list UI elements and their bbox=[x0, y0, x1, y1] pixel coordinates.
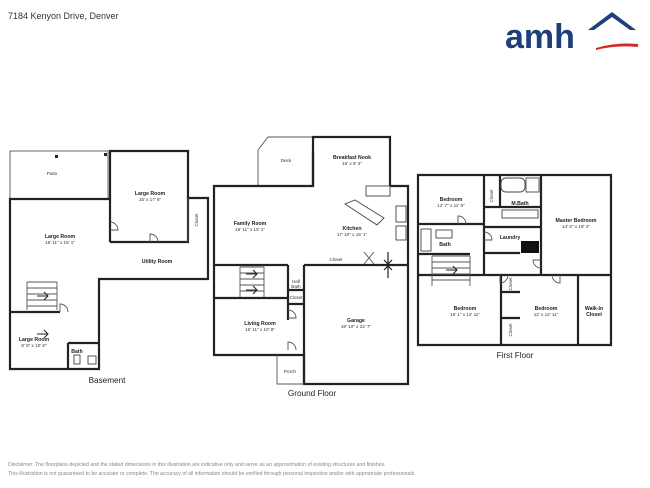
pantry-x bbox=[363, 251, 375, 265]
stair-arrow-icon bbox=[446, 265, 458, 275]
basement-outer-wall bbox=[8, 149, 210, 371]
arrow-up-icon bbox=[383, 252, 393, 265]
first-inner-walls bbox=[418, 175, 611, 345]
room-dims: 17' 10" x 15' 1" bbox=[337, 232, 368, 237]
bath-label: Bath bbox=[439, 242, 451, 248]
walkin-closet-label: Closet bbox=[586, 312, 602, 318]
patio-post bbox=[55, 155, 58, 158]
room-name: Large Room bbox=[135, 191, 166, 197]
tub bbox=[500, 177, 526, 193]
closet-label: Closet bbox=[289, 295, 303, 300]
ground-inner-walls bbox=[214, 152, 408, 384]
first-outer-wall bbox=[416, 173, 613, 347]
room-name: Bedroom bbox=[454, 306, 477, 312]
patio-area bbox=[9, 150, 109, 200]
room-name: Large Room bbox=[45, 234, 76, 240]
kitchen-counter bbox=[365, 185, 391, 197]
floor-label: Ground Floor bbox=[288, 389, 337, 398]
kitchen-range bbox=[395, 205, 407, 223]
kitchen-island bbox=[344, 199, 385, 226]
room-dims: 12' x 12' 11" bbox=[534, 312, 559, 317]
room-name: Kitchen bbox=[342, 226, 361, 232]
walkin-closet-label: Walk-In bbox=[585, 306, 603, 312]
floor-label: First Floor bbox=[497, 351, 534, 360]
m-bath-label: M.Bath bbox=[511, 201, 528, 207]
closet-label: Closet bbox=[508, 323, 513, 337]
room-name: Utility Room bbox=[142, 259, 173, 265]
bath-tub bbox=[420, 228, 432, 252]
half-bath-label: Bath bbox=[291, 284, 301, 289]
room-dims: 18' 11" x 15' 1" bbox=[235, 227, 265, 232]
bath-sink bbox=[87, 355, 97, 365]
disclaimer-line: This illustration is not guaranteed to b… bbox=[8, 471, 416, 477]
disclaimer-line: Disclaimer: The floorplans depicted and … bbox=[8, 462, 386, 468]
room-name: Large Room bbox=[19, 337, 50, 343]
room-dims: 18' 11" x 15' 1" bbox=[45, 240, 75, 245]
arrow-up-icon bbox=[383, 265, 393, 278]
room-name: Breakfast Nook bbox=[333, 155, 371, 161]
patio-label: Patio bbox=[47, 171, 58, 176]
closet-label: Closet bbox=[329, 257, 343, 262]
ground-outer-wall bbox=[212, 135, 410, 386]
floor-label: Basement bbox=[89, 376, 127, 385]
amh-logo: amh bbox=[505, 12, 638, 54]
door-swing bbox=[499, 274, 509, 284]
door-swing bbox=[287, 341, 297, 351]
bath-vanity bbox=[435, 229, 453, 239]
basement-stairs bbox=[26, 281, 58, 310]
closet-label: Closet bbox=[489, 189, 494, 203]
logo-text: amh bbox=[505, 18, 575, 54]
kitchen-fridge bbox=[395, 225, 407, 241]
bath-label: Bath bbox=[71, 349, 83, 355]
door-swing bbox=[149, 233, 159, 243]
room-dims: 19' 10" x 22' 7" bbox=[341, 324, 372, 329]
door-swing bbox=[483, 231, 493, 241]
property-address: 7184 Kenyon Drive, Denver bbox=[8, 11, 119, 21]
door-swing bbox=[59, 303, 69, 313]
room-name: Bedroom bbox=[440, 197, 463, 203]
ground-stairs bbox=[239, 266, 265, 297]
basement-floor: Patio Large Room 15' x 17' 8" Large Room… bbox=[8, 149, 210, 385]
logo-roof-icon bbox=[588, 12, 636, 30]
room-name: Garage bbox=[347, 318, 365, 324]
room-name: Bedroom bbox=[535, 306, 558, 312]
room-dims: 12' 7" x 11' 9" bbox=[437, 203, 465, 208]
porch-area bbox=[276, 355, 304, 385]
first-floor: Bedroom 12' 7" x 11' 9" Closet M.Bath Ma… bbox=[416, 173, 613, 360]
room-dims: 8' 6" x 10' 8" bbox=[21, 343, 47, 348]
door-swing bbox=[287, 309, 297, 319]
disclaimer: Disclaimer: The floorplans depicted and … bbox=[8, 461, 638, 479]
half-bath-label: Half bbox=[292, 279, 301, 284]
first-stairs bbox=[431, 255, 471, 286]
logo-swoosh-icon bbox=[596, 43, 638, 50]
laundry-label: Laundry bbox=[500, 235, 521, 241]
stair-arrow-icon bbox=[246, 285, 258, 295]
stair-arrow-icon bbox=[37, 291, 49, 301]
room-dims: 16' 1" x 12' 11" bbox=[450, 312, 480, 317]
room-dims: 15' x 17' 8" bbox=[139, 197, 162, 202]
door-swing bbox=[457, 215, 467, 225]
door-swing bbox=[532, 259, 542, 269]
stair-arrow-icon bbox=[37, 329, 49, 339]
laundry-appliance bbox=[521, 241, 539, 253]
porch-label: Porch bbox=[284, 369, 296, 374]
closet-label: Closet bbox=[508, 277, 513, 291]
stair-arrow-icon bbox=[246, 269, 258, 279]
patio-post bbox=[104, 153, 107, 156]
room-dims: 14' 6" x 19' 4" bbox=[562, 224, 590, 229]
room-name: Family Room bbox=[234, 221, 267, 227]
shower bbox=[525, 177, 540, 193]
room-name: Master Bedroom bbox=[556, 218, 597, 224]
room-name: Living Room bbox=[244, 321, 276, 327]
bath-toilet bbox=[73, 354, 81, 365]
room-dims: 16' 11" x 10' 8" bbox=[245, 327, 275, 332]
deck-label: Deck bbox=[281, 158, 292, 163]
door-swing bbox=[109, 221, 119, 231]
ground-floor: Deck Breakfast Nook 15' x 8' 3" Family R… bbox=[212, 135, 410, 398]
closet-label: Closet bbox=[194, 213, 199, 227]
door-swing bbox=[551, 274, 561, 284]
m-bath-vanity bbox=[501, 209, 539, 219]
room-dims: 15' x 8' 3" bbox=[342, 161, 362, 166]
